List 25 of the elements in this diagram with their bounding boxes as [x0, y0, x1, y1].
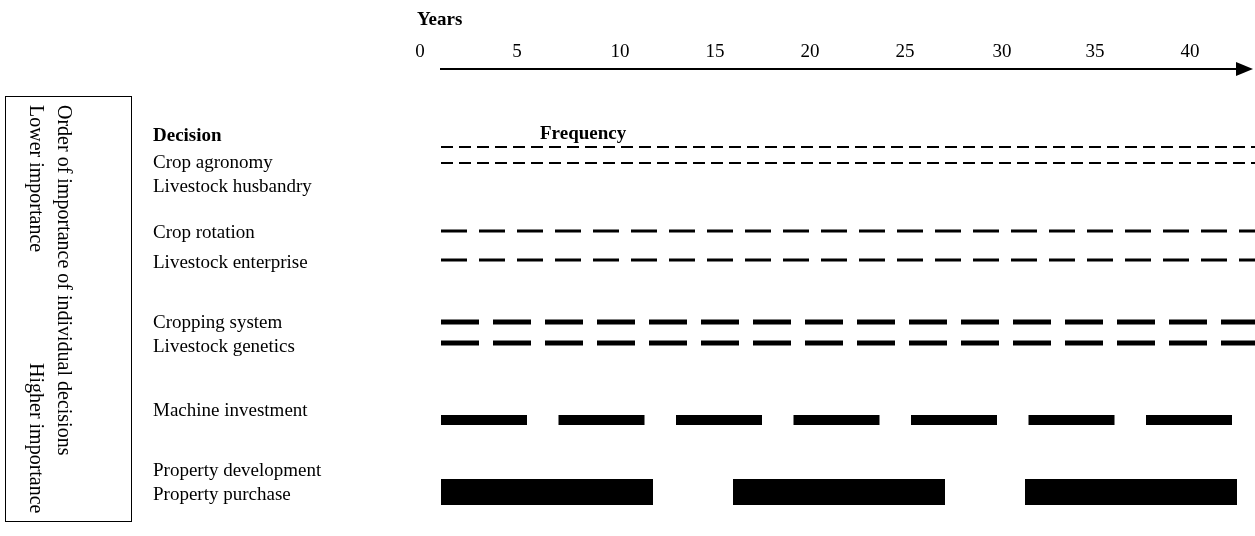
tick-label: 35: [1085, 40, 1105, 62]
decision-label: Cropping system: [153, 311, 283, 333]
decision-label: Property development: [153, 459, 322, 481]
decision-label: Livestock enterprise: [153, 251, 308, 273]
tick-label: 30: [992, 40, 1012, 62]
decision-label: Crop rotation: [153, 221, 255, 243]
axis-title: Years: [417, 8, 463, 30]
tick-label: 15: [705, 40, 725, 62]
axis-caption: Order of importance of individual decisions: [52, 105, 77, 458]
tick-label: 25: [895, 40, 915, 62]
decision-label: Crop agronomy: [153, 151, 273, 173]
decision-label: Livestock husbandry: [153, 175, 312, 197]
tick-label: 10: [610, 40, 630, 62]
column-heading: Decision: [153, 124, 222, 146]
decision-label: Machine investment: [153, 399, 308, 421]
decision-label: Livestock genetics: [153, 335, 295, 357]
decision-label: Property purchase: [153, 483, 291, 505]
scale-end-label: Lower importance: [24, 105, 49, 253]
tick-label: 5: [512, 40, 522, 62]
tick-label: 20: [800, 40, 820, 62]
tick-label: 40: [1180, 40, 1200, 62]
text-box: [5, 96, 132, 522]
column-heading: Frequency: [540, 122, 627, 144]
tick-label: 0: [415, 40, 425, 62]
scale-end-label: Higher importance: [24, 362, 49, 513]
